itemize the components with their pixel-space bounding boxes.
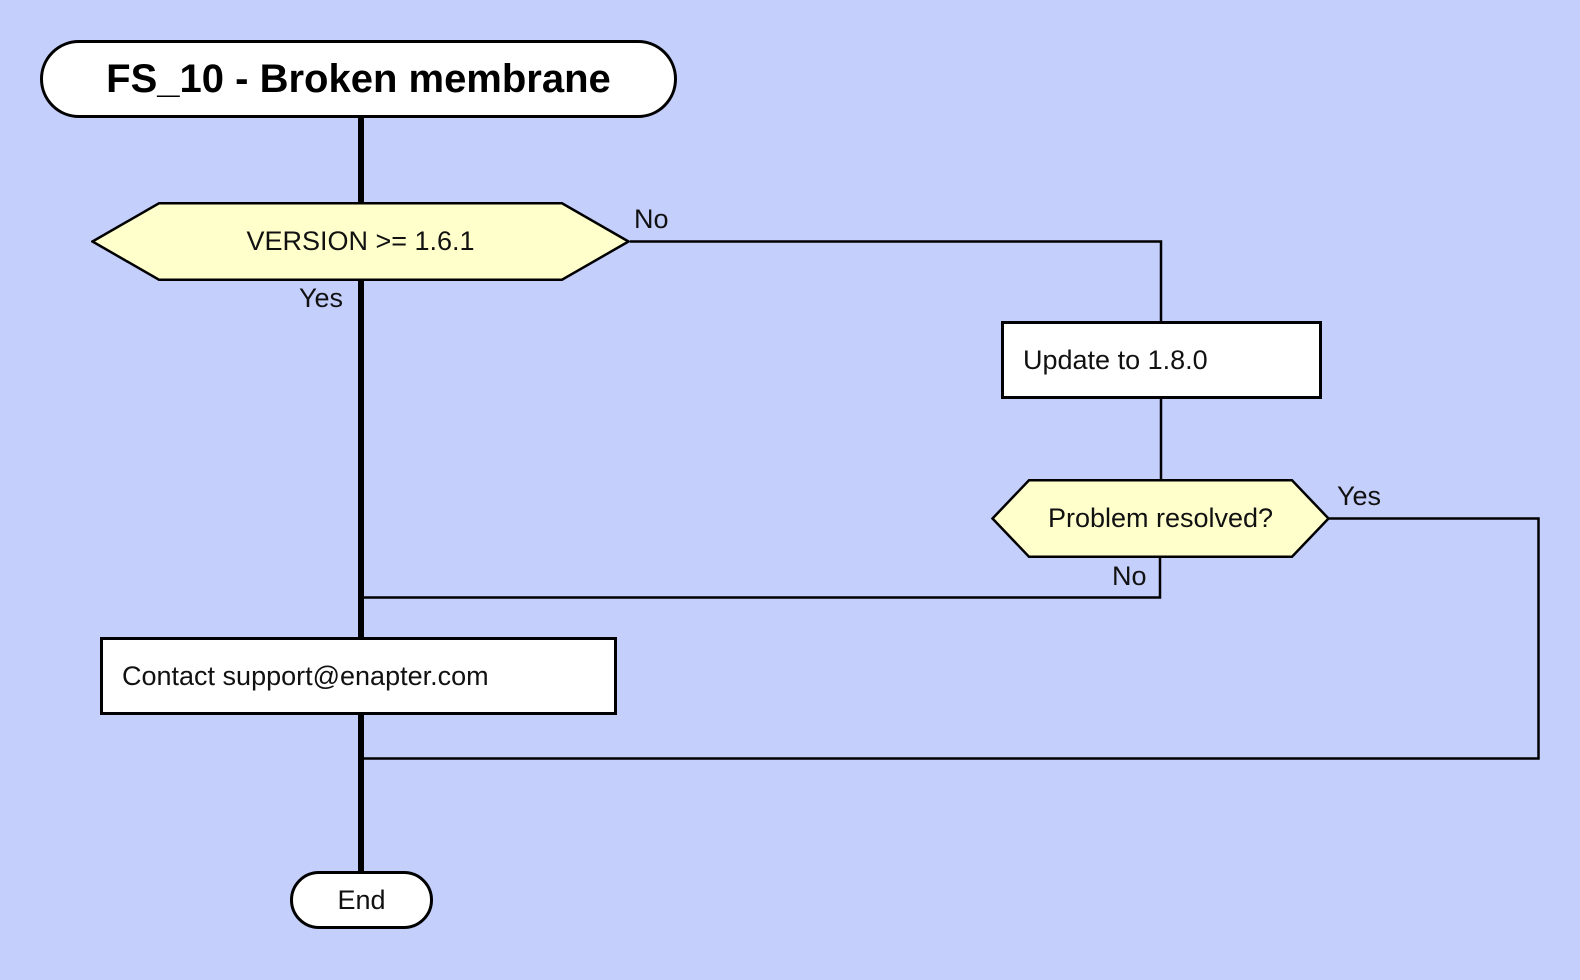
decision-resolved-node: Problem resolved? xyxy=(991,479,1330,558)
decision-version-node: VERSION >= 1.6.1 xyxy=(91,202,630,281)
decision-resolved-label: Problem resolved? xyxy=(1047,503,1274,533)
end-node-label: End xyxy=(337,884,386,915)
edge-label-resolved-no: No xyxy=(1112,561,1147,591)
edge-resolved-yes xyxy=(361,517,1540,760)
update-node: Update to 1.8.0 xyxy=(1001,321,1322,399)
edge-label-version-no: No xyxy=(634,204,669,234)
contact-node-label: Contact support@enapter.com xyxy=(122,660,489,691)
edge-version-no xyxy=(630,240,1163,321)
contact-node: Contact support@enapter.com xyxy=(100,637,617,715)
start-node: FS_10 - Broken membrane xyxy=(40,40,677,118)
decision-version-label: VERSION >= 1.6.1 xyxy=(246,226,475,256)
edge-label-resolved-yes: Yes xyxy=(1337,481,1382,511)
edge-label-version-yes: Yes xyxy=(299,283,344,313)
update-node-label: Update to 1.8.0 xyxy=(1023,344,1208,375)
hexagon-shape xyxy=(991,479,1330,558)
end-node: End xyxy=(290,871,433,929)
hexagon-shape xyxy=(91,202,630,281)
start-node-label: FS_10 - Broken membrane xyxy=(106,56,611,101)
edge-resolved-no xyxy=(361,557,1162,599)
